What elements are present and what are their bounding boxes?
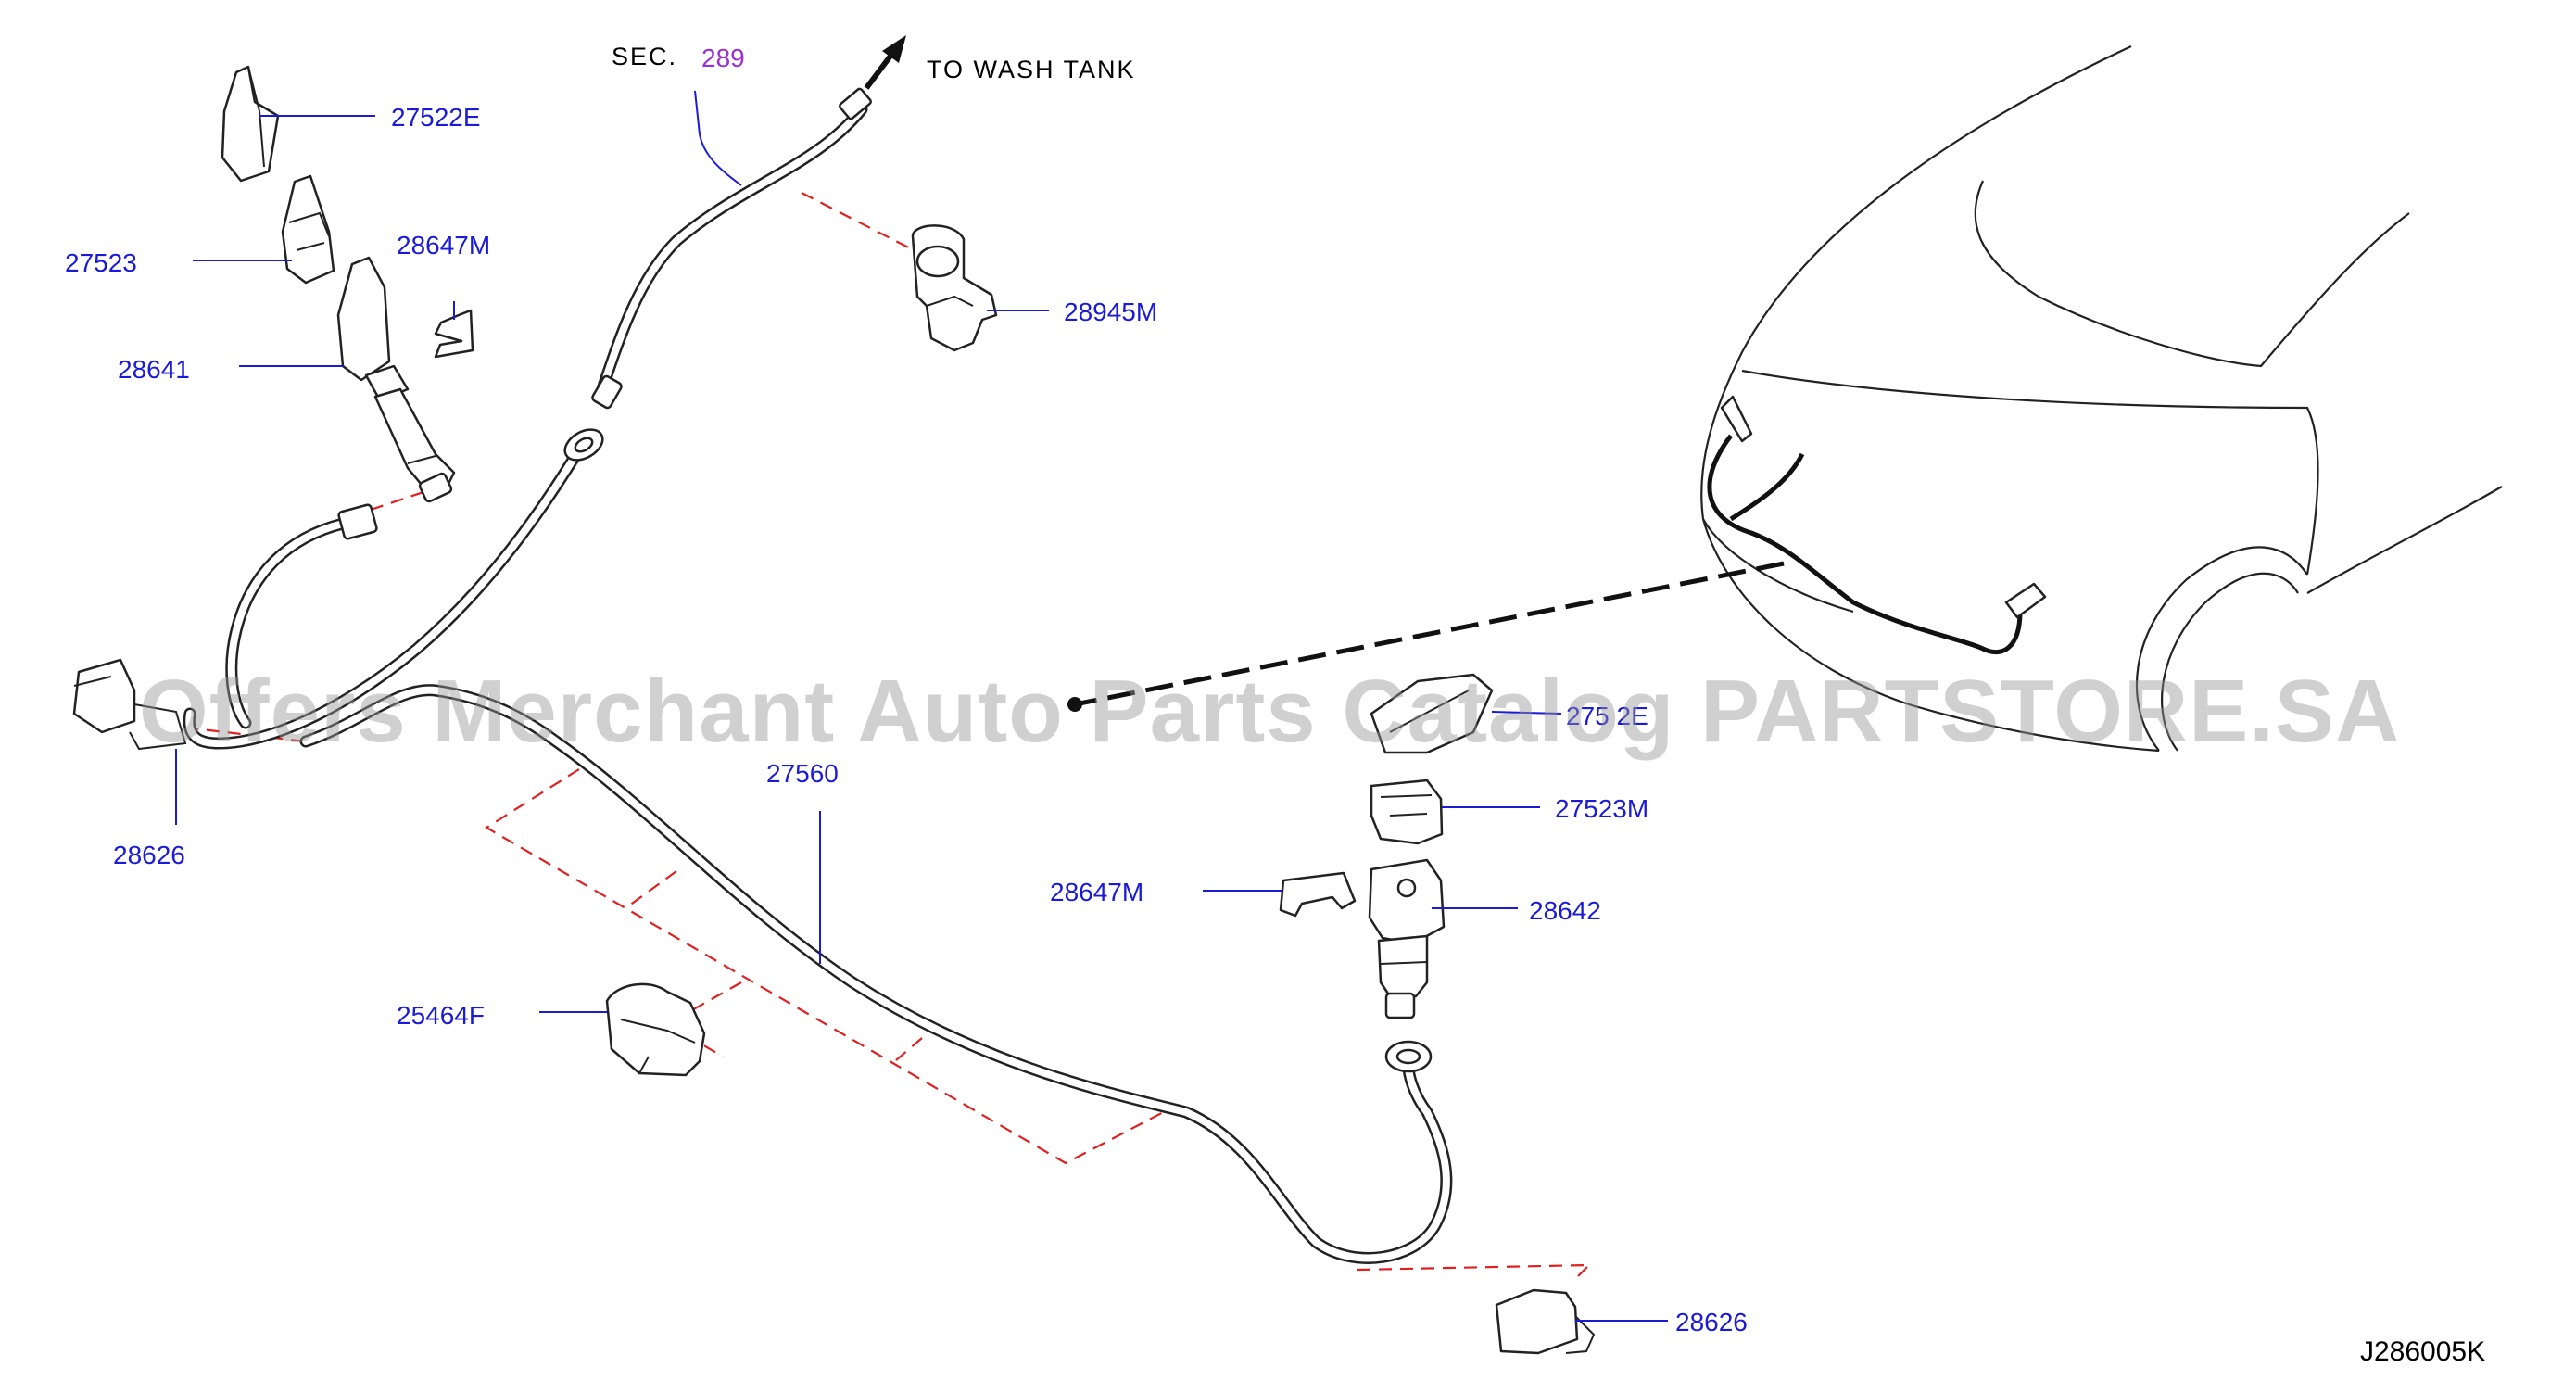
- part-28641-nozzle[interactable]: [336, 256, 456, 503]
- label-28641[interactable]: 28641: [118, 355, 190, 384]
- label-28647M-bottom[interactable]: 28647M: [1050, 878, 1143, 906]
- label-28626-left[interactable]: 28626: [113, 841, 185, 869]
- part-28626-clip-left[interactable]: [72, 658, 187, 751]
- washer-hose-27560[interactable]: [183, 87, 1453, 1264]
- assembly-guide-lines: [184, 192, 1592, 1280]
- watermark-text: Offers Merchant Auto Parts Catalog PARTS…: [139, 662, 2400, 761]
- part-28647M-clip-top[interactable]: [434, 309, 474, 359]
- label-27523[interactable]: 27523: [65, 248, 137, 277]
- label-28642[interactable]: 28642: [1529, 896, 1601, 925]
- label-27523M[interactable]: 27523M: [1555, 794, 1648, 823]
- label-28945M[interactable]: 28945M: [1064, 298, 1157, 326]
- diagram-code: J286005K: [2360, 1336, 2485, 1367]
- part-27523-bracket[interactable]: [281, 174, 335, 285]
- part-25464F-clip[interactable]: [605, 982, 706, 1077]
- car-front-outline: [1067, 45, 2503, 753]
- label-25464F[interactable]: 25464F: [397, 1001, 485, 1030]
- part-27522-cap-bottom[interactable]: [1370, 673, 1494, 754]
- label-27522E[interactable]: 27522E: [391, 103, 481, 132]
- part-28647M-clip-bottom[interactable]: [1279, 871, 1357, 918]
- part-27523M-bracket[interactable]: [1370, 779, 1444, 845]
- part-28626-clip-bottom[interactable]: [1495, 1288, 1596, 1355]
- sec-label: SEC.: [612, 43, 677, 70]
- part-28642-nozzle[interactable]: [1368, 858, 1446, 1019]
- to-wash-tank-text: TO WASH TANK: [927, 56, 1136, 83]
- part-27522E-cap[interactable]: [221, 65, 280, 183]
- label-28626-bottom[interactable]: 28626: [1675, 1308, 1748, 1336]
- to-wash-tank-arrow-icon: [864, 35, 906, 90]
- sec-289-link[interactable]: 289: [701, 44, 745, 72]
- label-27560[interactable]: 27560: [766, 759, 839, 788]
- leader-lines: [175, 90, 1668, 1322]
- part-28945M-clamp[interactable]: [911, 224, 998, 352]
- label-28647M-top[interactable]: 28647M: [397, 231, 490, 260]
- label-27522-partial[interactable]: 275 2E: [1566, 702, 1648, 730]
